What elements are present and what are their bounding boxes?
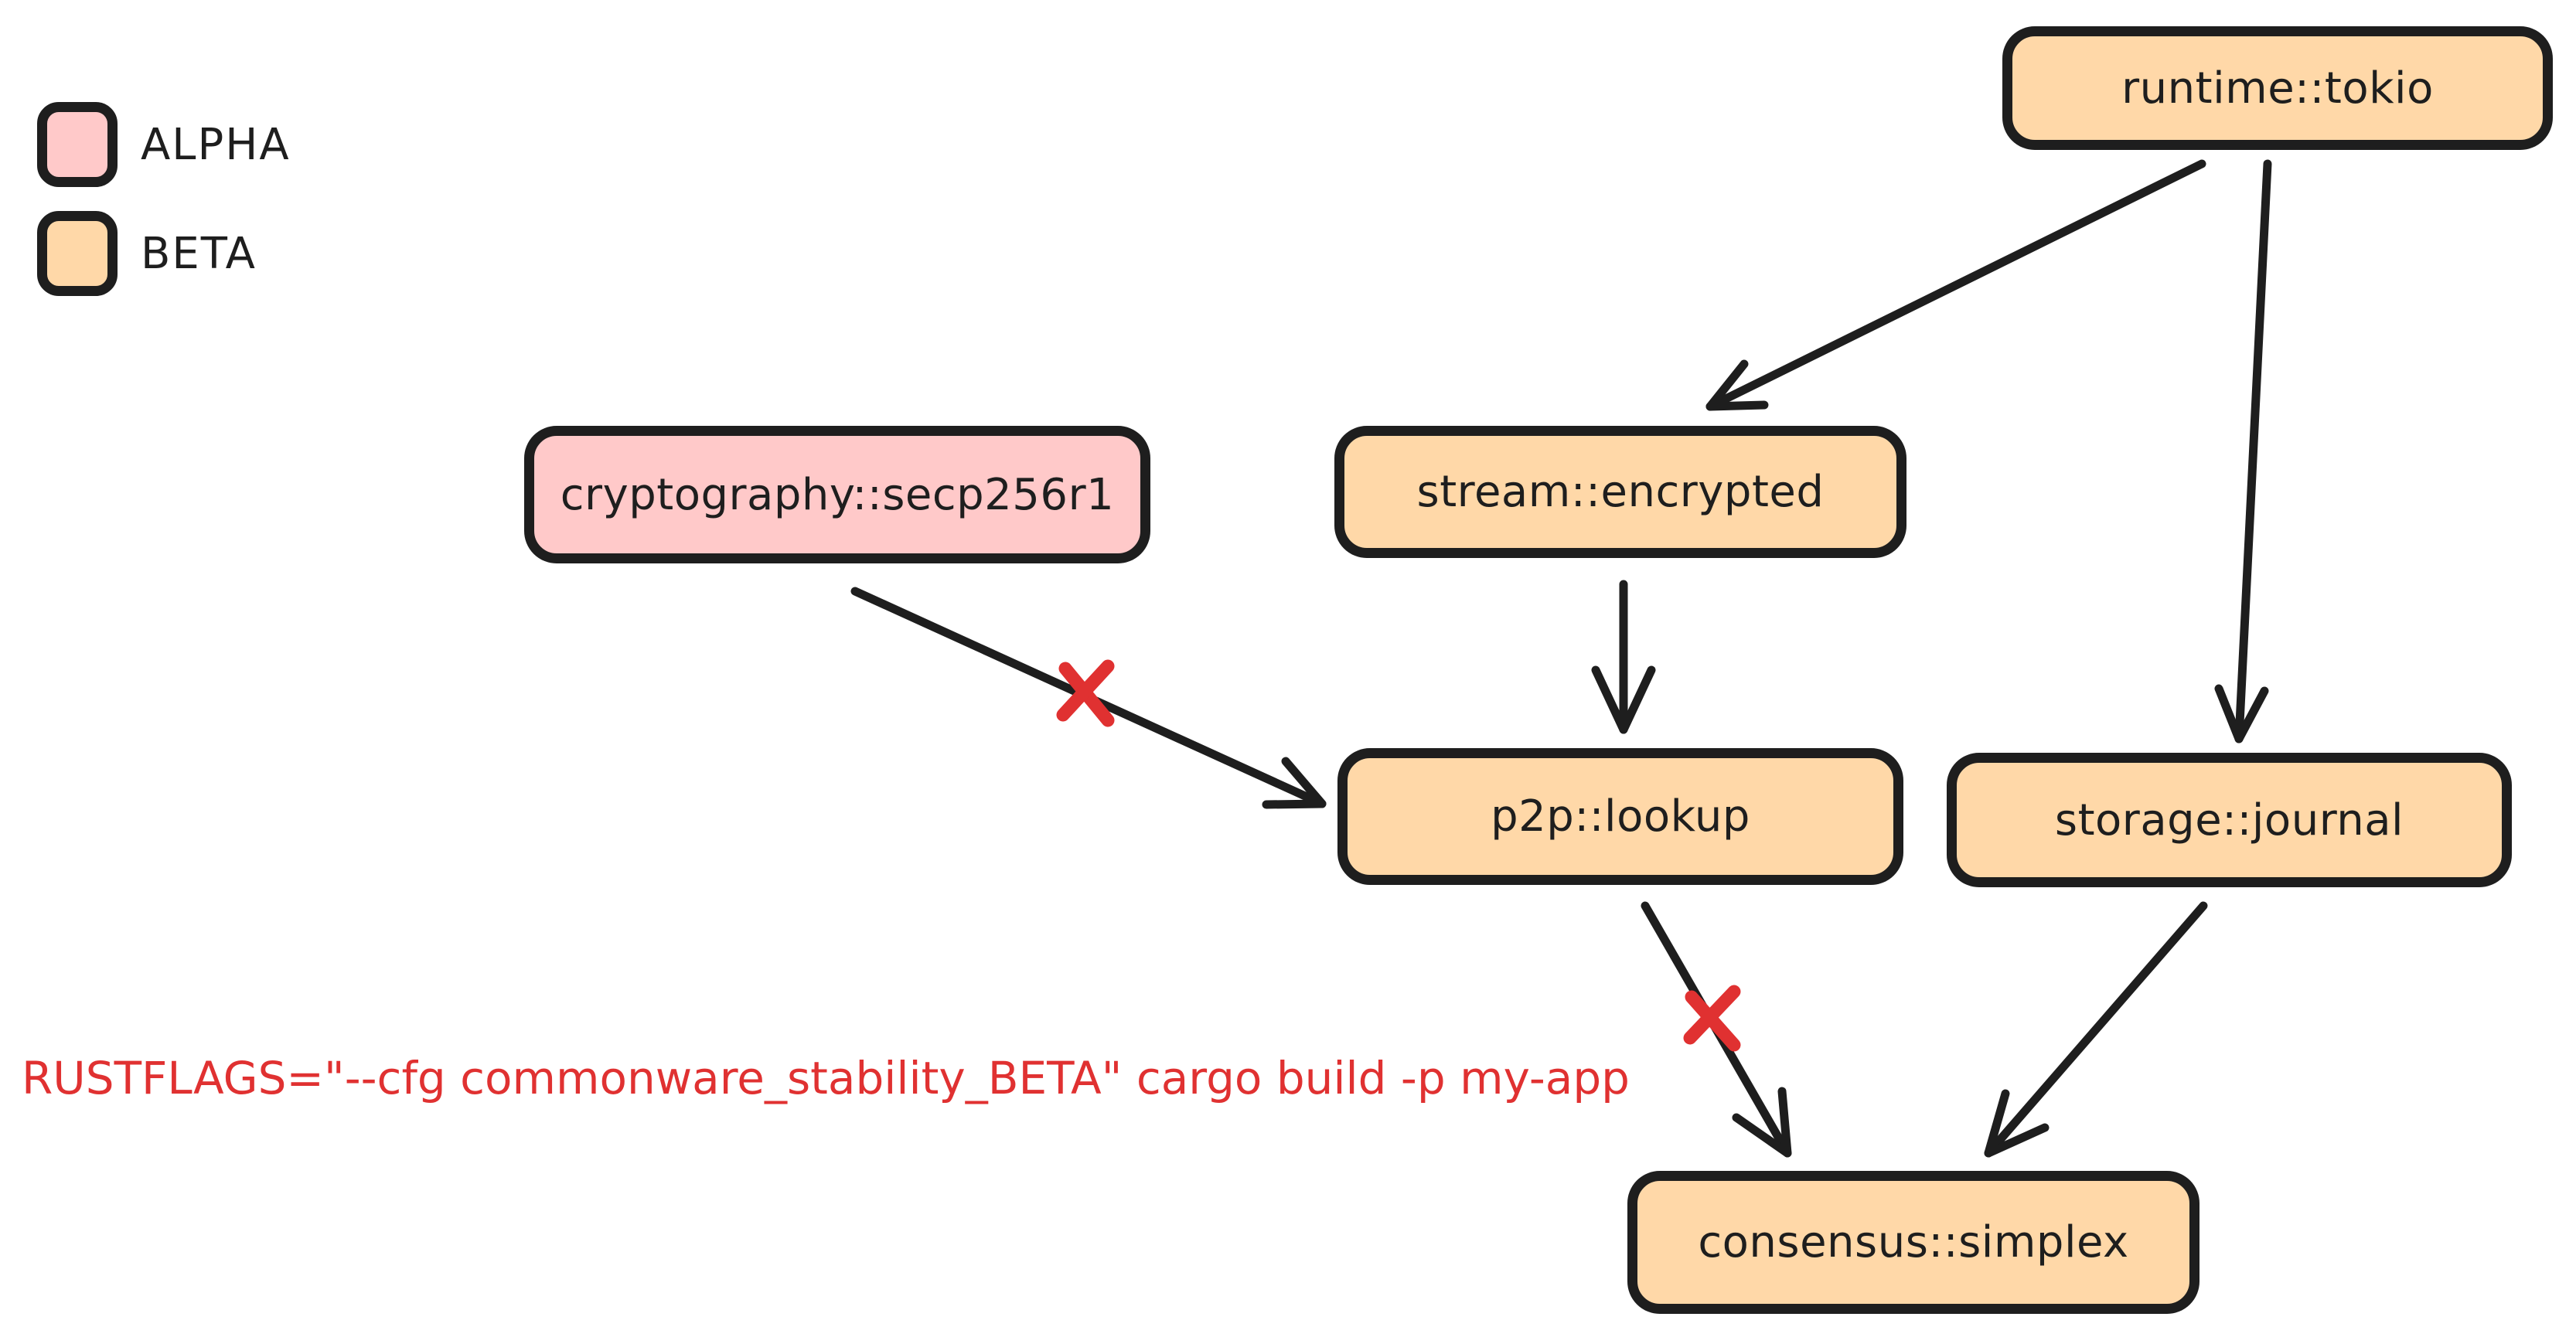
blocked-x-icon <box>1056 659 1115 727</box>
node-stream-encrypted: stream::encrypted <box>1334 426 1906 558</box>
node-runtime-tokio: runtime::tokio <box>2002 26 2553 150</box>
node-label: stream::encrypted <box>1416 467 1825 517</box>
node-consensus-simplex: consensus::simplex <box>1627 1171 2199 1314</box>
node-label: p2p::lookup <box>1491 791 1750 842</box>
beta-swatch-icon <box>37 211 118 296</box>
node-label: storage::journal <box>2054 794 2404 846</box>
node-label: consensus::simplex <box>1698 1217 2129 1267</box>
build-command-text: RUSTFLAGS="--cfg commonware_stability_BE… <box>22 1052 1630 1104</box>
legend-label-beta: BETA <box>141 228 257 279</box>
node-label: runtime::tokio <box>2121 63 2434 114</box>
edge-p2p-to-consensus <box>1641 901 1792 1158</box>
node-p2p-lookup: p2p::lookup <box>1337 748 1903 885</box>
edge-storage-to-consensus <box>1984 901 2208 1158</box>
node-label: cryptography::secp256r1 <box>560 469 1115 520</box>
node-cryptography-secp256r1: cryptography::secp256r1 <box>524 426 1150 563</box>
legend-item-alpha: ALPHA <box>37 102 291 187</box>
edge-stream-to-p2p <box>1591 580 1656 734</box>
edge-runtime-to-storage <box>2214 159 2272 743</box>
legend-label-alpha: ALPHA <box>141 119 291 170</box>
alpha-swatch-icon <box>37 102 118 187</box>
legend: ALPHA BETA <box>37 102 291 320</box>
blocked-x-icon <box>1683 985 1741 1052</box>
legend-item-beta: BETA <box>37 211 291 296</box>
node-storage-journal: storage::journal <box>1947 753 2512 887</box>
edge-cryptography-to-p2p <box>850 587 1327 809</box>
edge-runtime-to-stream <box>1705 159 2206 411</box>
